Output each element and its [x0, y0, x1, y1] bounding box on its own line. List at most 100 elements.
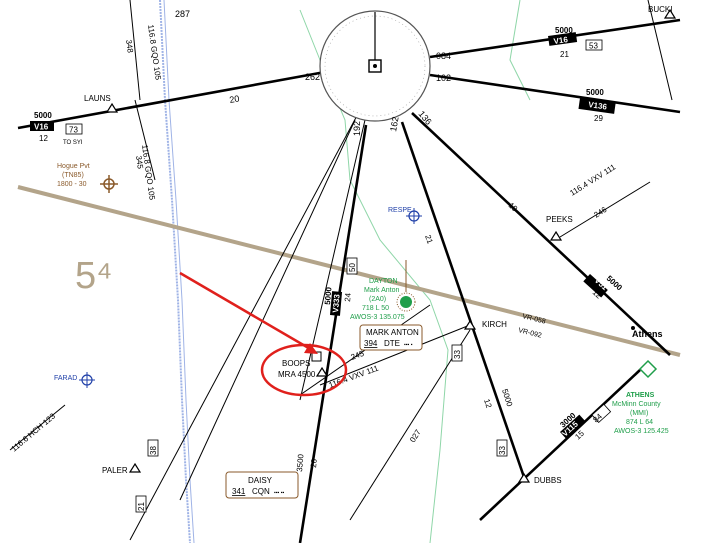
waypoint-label: RESPE — [388, 207, 412, 214]
svg-text:12: 12 — [39, 134, 48, 143]
callout-circle — [260, 343, 348, 397]
radial-freq-label: 116.8 GQO 105 — [140, 144, 157, 201]
waypoint-triangle — [105, 102, 119, 113]
callout-arrowhead — [304, 343, 318, 354]
mea-label: 3500 — [295, 453, 306, 472]
reporting-point-farad: FARAD — [54, 372, 95, 388]
svg-text:73: 73 — [69, 126, 78, 135]
svg-text:21: 21 — [560, 50, 569, 59]
terrain-contour-line — [509, 0, 531, 101]
svg-text:341: 341 — [232, 487, 246, 496]
waypoint-label: PEEKS — [546, 215, 573, 224]
victor-airways — [17, 18, 681, 543]
waypoint-label: FARAD — [54, 375, 77, 382]
airway-shield-v136: 5000 V136 29 — [578, 88, 616, 123]
waypoint-triangle — [128, 462, 142, 473]
svg-text:McMinn County: McMinn County — [612, 401, 661, 408]
airway-shield-v333: 5000 V333 24 50 — [323, 257, 358, 316]
radial-label: 192 — [352, 121, 362, 136]
callout-arrow — [179, 271, 313, 352]
radial-number: 33 — [498, 446, 507, 455]
vor-compass-rose — [319, 10, 431, 122]
radial-freq-label: 116.4 VXV 111 — [568, 162, 617, 198]
svg-text:DAISY: DAISY — [248, 476, 273, 485]
svg-text:5000: 5000 — [555, 26, 573, 35]
svg-text:718 L 50: 718 L 50 — [362, 305, 389, 312]
waypoint-label: DUBBS — [534, 476, 562, 485]
svg-text:V16: V16 — [34, 123, 49, 132]
airway-shield-v16-west: 5000 V16 12 73 TO SYI — [30, 111, 83, 146]
svg-text:(TN85): (TN85) — [62, 172, 84, 179]
waypoint-triangle — [315, 366, 329, 377]
city-label-athens: Athens — [632, 329, 663, 339]
radial-number: 33 — [453, 350, 462, 359]
radial-number: 245 — [350, 349, 366, 362]
radial-label: 102 — [436, 73, 451, 83]
airport-icon — [638, 359, 658, 379]
svg-text:Mark Anton: Mark Anton — [364, 287, 400, 294]
svg-text:AWOS-3 135.075: AWOS-3 135.075 — [350, 314, 405, 321]
airway-shield-v51: 5000 V51 12 — [583, 274, 624, 301]
navaid-box-mark-anton: MARK ANTON 394 DTE ▪▪▪ ▪ — [359, 324, 423, 351]
waypoint-triangle — [517, 472, 531, 483]
svg-text:5000: 5000 — [34, 111, 52, 120]
svg-text:50: 50 — [348, 263, 357, 272]
svg-text:CQN: CQN — [252, 487, 270, 496]
svg-text:(2A0): (2A0) — [369, 296, 386, 303]
radial-number: 21 — [137, 502, 146, 511]
radial-label: 084 — [436, 51, 451, 61]
svg-text:MARK ANTON: MARK ANTON — [366, 328, 419, 337]
svg-text:ATHENS: ATHENS — [626, 392, 655, 399]
svg-text:5000: 5000 — [323, 286, 334, 305]
airway-mileage: 20 — [229, 93, 241, 105]
svg-text:24: 24 — [343, 292, 353, 302]
radial-label: 162 — [388, 116, 400, 133]
waypoint-label: KIRCH — [482, 320, 507, 329]
airport-icon — [396, 292, 416, 312]
svg-text:1800 - 30: 1800 - 30 — [57, 181, 87, 188]
waypoint-label: BOOPS — [282, 359, 310, 368]
svg-text:▪▪▪ ▪▪: ▪▪▪ ▪▪ — [274, 490, 284, 496]
vr-route-label: VR-092 — [518, 327, 543, 340]
radial-number: 26 — [309, 458, 319, 468]
reporting-point-respe: RESPE — [388, 207, 422, 224]
waypoint-mra: MRA 4500 — [278, 370, 316, 379]
svg-text:▪▪▪ ▪: ▪▪▪ ▪ — [404, 342, 413, 348]
svg-text:29: 29 — [594, 114, 603, 123]
radial-number: 027 — [408, 428, 423, 445]
svg-text:DAYTON: DAYTON — [369, 278, 398, 285]
svg-text:TO SYI: TO SYI — [63, 140, 83, 146]
waypoint-label: LAUNS — [84, 94, 111, 103]
svg-text:(MMI): (MMI) — [630, 410, 648, 417]
callout-annotation — [179, 271, 348, 397]
svg-text:53: 53 — [589, 42, 598, 51]
radial-label: 287 — [175, 9, 190, 19]
svg-text:5000: 5000 — [586, 88, 604, 97]
waypoint-triangle — [549, 230, 563, 241]
waypoint-label: BUCKI — [648, 5, 672, 14]
navaid-box-daisy: DAISY 341 CQN ▪▪▪ ▪▪ — [225, 471, 299, 499]
airspace-boundary-blue — [163, 0, 195, 543]
radial-freq-label: 116.6 HCH 123 — [10, 411, 58, 453]
svg-text:AWOS-3 125.425: AWOS-3 125.425 — [614, 428, 669, 435]
svg-text:874 L 64: 874 L 64 — [626, 419, 653, 426]
waypoint-label: PALER — [102, 466, 128, 475]
airspace-boundary-blue — [159, 0, 191, 543]
radial-number: 21 — [423, 234, 435, 246]
waypoint-triangle — [463, 319, 477, 330]
radial-number: 246 — [592, 205, 609, 220]
airway-shield-v115: 3000 V115 15 84 — [558, 403, 612, 441]
radial-number: 12 — [482, 398, 493, 410]
radial-label: 262 — [305, 72, 320, 82]
radial-label: 136 — [416, 109, 433, 127]
mea-label: 5000 — [500, 388, 514, 408]
svg-text:V333: V333 — [331, 293, 342, 313]
radial-number: 348 — [124, 39, 135, 54]
svg-text:DTE: DTE — [384, 339, 400, 348]
radial-number: 345 — [134, 155, 145, 170]
svg-text:V16: V16 — [553, 35, 569, 46]
sector-number: 5⁴ — [75, 255, 112, 297]
svg-text:V136: V136 — [588, 100, 608, 112]
svg-text:Hogue Pvt: Hogue Pvt — [57, 163, 90, 170]
